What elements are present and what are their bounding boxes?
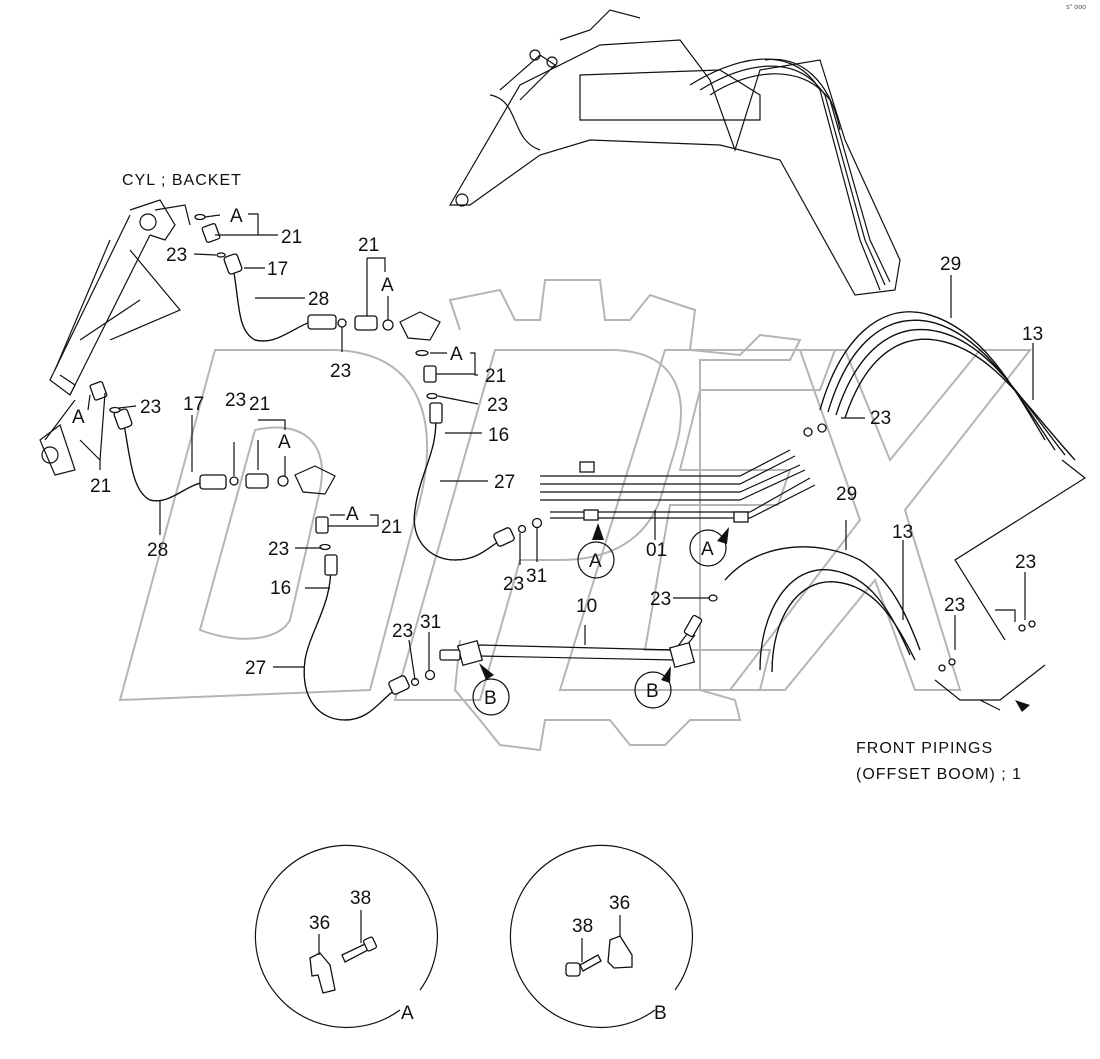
clamp-36-icon bbox=[309, 952, 336, 994]
part-number-36: 36 bbox=[609, 893, 630, 914]
callout-16: 16 bbox=[488, 425, 509, 446]
callout-27: 27 bbox=[245, 658, 266, 679]
callout-31: 31 bbox=[420, 612, 441, 633]
watermark-letter-o bbox=[118, 349, 429, 702]
part-number-36: 36 bbox=[309, 913, 330, 934]
front-pipings-caption-line1: FRONT PIPINGS bbox=[856, 740, 993, 757]
callout-a: A bbox=[230, 206, 243, 227]
callout-16: 16 bbox=[270, 578, 291, 599]
clamp-marker-a2[interactable]: A bbox=[689, 527, 729, 567]
leader-lines bbox=[79, 213, 1034, 681]
callout-01: 01 bbox=[646, 540, 667, 561]
cylinder-caption: CYL ; BACKET bbox=[122, 172, 242, 189]
detail-view-b[interactable]: B 38 36 bbox=[509, 844, 694, 1029]
callout-23: 23 bbox=[140, 397, 161, 418]
callout-23: 23 bbox=[392, 621, 413, 642]
clamp-marker-a1[interactable]: A bbox=[577, 523, 615, 579]
callout-23: 23 bbox=[503, 574, 524, 595]
callout-23: 23 bbox=[1015, 552, 1036, 573]
callout-27: 27 bbox=[494, 472, 515, 493]
part-number-38: 38 bbox=[350, 888, 371, 909]
callout-23: 23 bbox=[487, 395, 508, 416]
watermark-letter-p bbox=[393, 349, 682, 701]
hose-assembly-right bbox=[724, 311, 1087, 712]
bolt-38-icon bbox=[579, 954, 602, 972]
callout-23: 23 bbox=[650, 589, 671, 610]
callout-17: 17 bbox=[267, 259, 288, 280]
callout-23: 23 bbox=[330, 361, 351, 382]
callout-28: 28 bbox=[308, 289, 329, 310]
detail-view-label: A bbox=[401, 1003, 414, 1024]
callout-21: 21 bbox=[90, 476, 111, 497]
callout-a: A bbox=[72, 407, 85, 428]
detail-view-label: B bbox=[654, 1003, 667, 1024]
callout-21: 21 bbox=[485, 366, 506, 387]
clamp-marker-label: B bbox=[646, 681, 659, 702]
front-pipings-caption-line2: (OFFSET BOOM) ; 1 bbox=[856, 766, 1022, 783]
callout-31: 31 bbox=[526, 566, 547, 587]
callout-a: A bbox=[278, 432, 291, 453]
callouts: A 21 23 17 28 23 21 A A 21 23 16 27 23 1… bbox=[72, 206, 1043, 679]
part-number-38: 38 bbox=[572, 916, 593, 937]
callout-21: 21 bbox=[249, 394, 270, 415]
excavator-arm-overview bbox=[448, 9, 901, 296]
callout-a: A bbox=[346, 504, 359, 525]
watermark bbox=[118, 279, 1033, 752]
clamp-marker-label: A bbox=[589, 551, 602, 572]
hose-assembly-center bbox=[303, 402, 543, 721]
callout-21: 21 bbox=[358, 235, 379, 256]
direction-arrow-icon bbox=[1015, 700, 1030, 712]
callout-10: 10 bbox=[576, 596, 597, 617]
hose-assembly-upper-left bbox=[89, 213, 441, 551]
watermark-letter-e bbox=[558, 349, 837, 691]
callout-23: 23 bbox=[870, 408, 891, 429]
watermark-letter-x bbox=[727, 349, 1033, 691]
clamp-36-icon bbox=[607, 935, 633, 969]
callout-13: 13 bbox=[1022, 324, 1043, 345]
callout-a: A bbox=[450, 344, 463, 365]
pipe-assembly bbox=[439, 449, 816, 669]
callout-a: A bbox=[381, 275, 394, 296]
clamp-marker-b2[interactable]: B bbox=[634, 666, 672, 709]
clamp-marker-label: A bbox=[701, 539, 714, 560]
clamp-marker-label: B bbox=[484, 688, 497, 709]
callout-17: 17 bbox=[183, 394, 204, 415]
bolt-38-icon bbox=[341, 943, 369, 963]
corner-mark: s° ooo bbox=[1066, 4, 1086, 11]
callout-28: 28 bbox=[147, 540, 168, 561]
callout-23: 23 bbox=[944, 595, 965, 616]
callout-29: 29 bbox=[940, 254, 961, 275]
callout-23: 23 bbox=[268, 539, 289, 560]
detail-view-a[interactable]: A 36 38 bbox=[254, 844, 439, 1029]
bucket-cylinder bbox=[39, 199, 191, 476]
callout-23: 23 bbox=[166, 245, 187, 266]
callout-21: 21 bbox=[281, 227, 302, 248]
callout-23: 23 bbox=[225, 390, 246, 411]
callout-13: 13 bbox=[892, 522, 913, 543]
clamp-marker-b1[interactable]: B bbox=[472, 663, 510, 716]
callout-21: 21 bbox=[381, 517, 402, 538]
callout-29: 29 bbox=[836, 484, 857, 505]
